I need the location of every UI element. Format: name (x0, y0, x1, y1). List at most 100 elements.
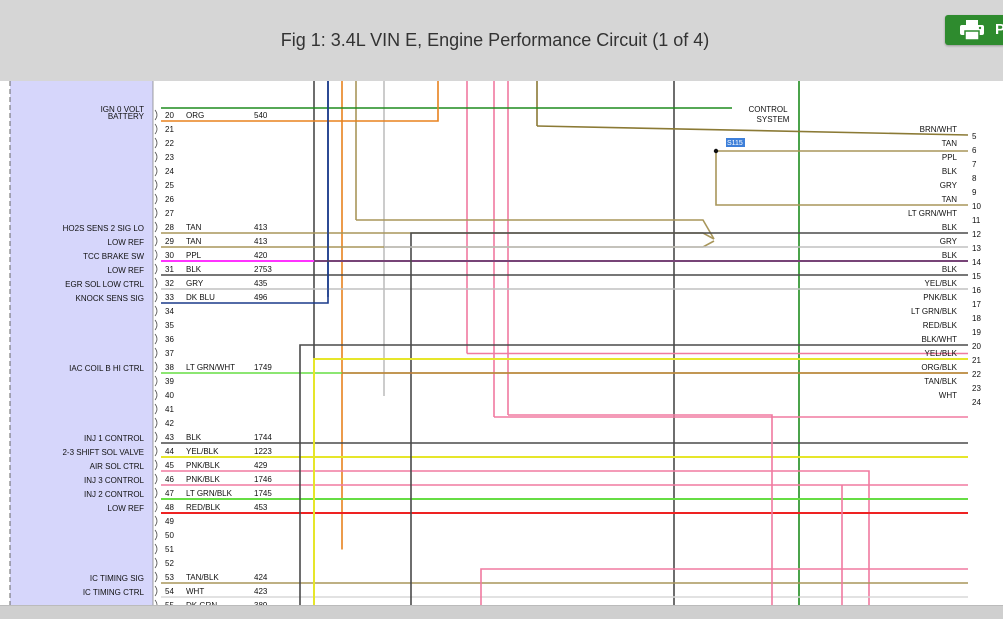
circuit-number: 496 (254, 293, 268, 302)
pin-function-label: BATTERY (108, 112, 145, 121)
wire-color-label: TAN (186, 223, 202, 232)
right-wire-color-label: PNK/BLK (923, 293, 957, 302)
pin-number: 37 (165, 349, 174, 358)
pin-number: 46 (165, 475, 174, 484)
pin-bracket (154, 431, 158, 443)
right-wire-color-label: LT GRN/BLK (911, 307, 958, 316)
pin-number: 21 (165, 125, 174, 134)
pin-function-label: EGR SOL LOW CTRL (65, 280, 144, 289)
pin-function-label: IGN 0 VOLT (101, 105, 145, 114)
pin-number: 47 (165, 489, 174, 498)
right-pin-number: 23 (972, 384, 981, 393)
pin-bracket (154, 501, 158, 513)
splice-s115-highlight (726, 138, 745, 147)
right-pin-number: 19 (972, 328, 981, 337)
wire-blkwht-20 (299, 344, 968, 605)
right-pin-number: 5 (972, 132, 977, 141)
circuit-number: 1744 (254, 433, 272, 442)
wire-color-label: ORG (186, 111, 204, 120)
pin-number: 36 (165, 335, 174, 344)
pin-number: 24 (165, 167, 174, 176)
circuit-number: 1749 (254, 363, 272, 372)
right-wire-color-label: BLK/WHT (921, 335, 957, 344)
wire-color-label: PNK/BLK (186, 461, 220, 470)
pin-number: 25 (165, 181, 174, 190)
pin-bracket (154, 249, 158, 261)
pin-number: 35 (165, 321, 174, 330)
circuit-number: 389 (254, 601, 268, 605)
pin-number: 34 (165, 307, 174, 316)
pin-bracket (154, 221, 158, 233)
pin-bracket (154, 165, 158, 177)
pin-bracket (154, 123, 158, 135)
pin-number: 44 (165, 447, 174, 456)
pin-number: 49 (165, 517, 174, 526)
pin-number: 54 (165, 587, 174, 596)
pin-bracket (154, 263, 158, 275)
right-wire-color-label: GRY (940, 237, 958, 246)
right-pin-number: 12 (972, 230, 981, 239)
connector-panel (10, 81, 153, 605)
wire-pnk-52 (480, 568, 968, 605)
pin-number: 33 (165, 293, 174, 302)
printer-icon (959, 20, 985, 41)
pin-number: 27 (165, 209, 174, 218)
module-label: SYSTEM (757, 115, 790, 124)
wire-dkblu-33 (161, 81, 329, 304)
wire-color-label: DK BLU (186, 293, 215, 302)
pin-function-label: IC TIMING SIG (90, 574, 144, 583)
pin-function-label: KNOCK SENS SIG (76, 294, 144, 303)
circuit-number: 540 (254, 111, 268, 120)
wire-yelblk-21 (313, 358, 968, 605)
circuit-number: 435 (254, 279, 268, 288)
circuit-number: 1746 (254, 475, 272, 484)
pin-number: 26 (165, 195, 174, 204)
pin-function-label: INJ 2 CONTROL (84, 490, 145, 499)
pin-bracket (154, 487, 158, 499)
circuit-number: 453 (254, 503, 268, 512)
right-pin-number: 21 (972, 356, 981, 365)
pin-bracket (154, 193, 158, 205)
pin-bracket (154, 585, 158, 597)
pin-function-label: INJ 3 CONTROL (84, 476, 145, 485)
pin-bracket (154, 235, 158, 247)
pin-bracket (154, 109, 158, 121)
right-pin-number: 17 (972, 300, 981, 309)
right-pin-number: 22 (972, 370, 981, 379)
wire-color-label: GRY (186, 279, 204, 288)
wire-color-label: RED/BLK (186, 503, 221, 512)
wire-tan-28 (161, 232, 715, 240)
circuit-number: 423 (254, 587, 268, 596)
print-button[interactable]: P (945, 15, 1003, 45)
bottom-scroll-bar[interactable] (0, 605, 1003, 619)
pin-number: 51 (165, 545, 174, 554)
right-wire-color-label: WHT (939, 391, 957, 400)
pin-number: 38 (165, 363, 174, 372)
right-wire-color-label: TAN (942, 195, 958, 204)
right-pin-number: 7 (972, 160, 977, 169)
pin-number: 22 (165, 139, 174, 148)
circuit-number: 420 (254, 251, 268, 260)
pin-number: 53 (165, 573, 174, 582)
wire-color-label: WHT (186, 587, 204, 596)
wire-blk-12 (410, 232, 968, 605)
circuit-number: 1745 (254, 489, 272, 498)
pin-bracket (154, 151, 158, 163)
pin-function-label: IC TIMING CTRL (83, 588, 145, 597)
pin-number: 39 (165, 377, 174, 386)
pin-bracket (154, 277, 158, 289)
pin-number: 45 (165, 461, 174, 470)
pin-number: 29 (165, 237, 174, 246)
pin-function-label: AIR SOL CTRL (90, 462, 145, 471)
right-pin-number: 15 (972, 272, 981, 281)
wire-color-label: TAN (186, 237, 202, 246)
splice-s115-label: S115 (727, 140, 743, 147)
wire-pnkblk-45 (161, 470, 870, 605)
right-wire-color-label: ORG/BLK (921, 363, 957, 372)
pin-number: 32 (165, 279, 174, 288)
pin-number: 23 (165, 153, 174, 162)
splice-s115-dot (713, 148, 719, 154)
right-wire-color-label: GRY (940, 181, 958, 190)
right-wire-color-label: LT GRN/WHT (908, 209, 957, 218)
